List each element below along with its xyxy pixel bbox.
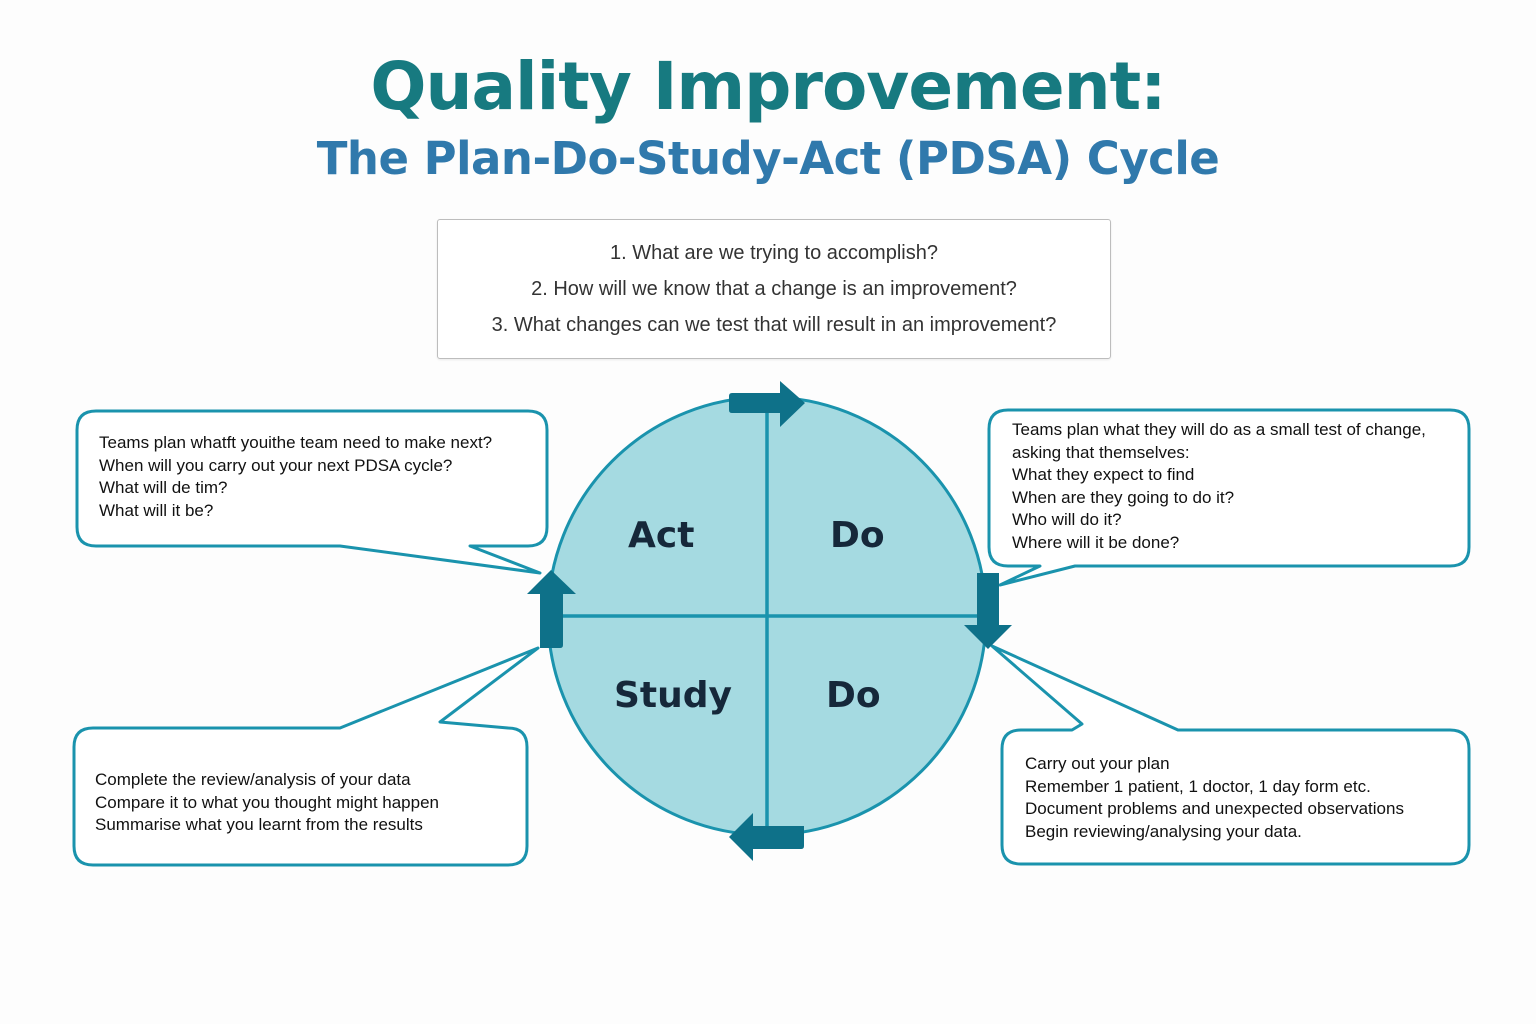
callout-study-bubble — [72, 646, 540, 867]
arrow-left-icon — [729, 813, 804, 861]
callout-do-bubble — [990, 644, 1471, 866]
callout-study-text: Complete the review/analysis of your dat… — [95, 769, 439, 837]
quadrant-label-act: Act — [628, 515, 695, 556]
callout-line: Remember 1 patient, 1 doctor, 1 day form… — [1025, 776, 1371, 796]
quadrant-label-do-bottom: Do — [826, 675, 881, 716]
callout-line: What they expect to find — [1012, 465, 1195, 484]
page-subtitle: The Plan-Do-Study-Act (PDSA) Cycle — [316, 132, 1220, 185]
callout-plan-text: Teams plan what they will do as a small … — [1012, 419, 1426, 554]
callout-line: When will you carry out your next PDSA c… — [99, 455, 453, 475]
callout-line: Compare it to what you thought might hap… — [95, 792, 439, 812]
callout-line: asking that themselves: — [1012, 442, 1190, 462]
callout-line: Begin reviewing/analysing your data. — [1025, 821, 1302, 841]
callout-line: Summarise what you learnt from the resul… — [95, 815, 423, 834]
quadrant-label-study: Study — [614, 675, 733, 716]
callout-line: What will it be? — [99, 500, 214, 520]
callout-line: Who will do it? — [1012, 510, 1122, 529]
callout-line: Complete the review/analysis of your dat… — [95, 770, 411, 789]
quadrant-label-do-top: Do — [830, 515, 885, 556]
model-for-improvement-questions: 1. What are we trying to accomplish? 2. … — [437, 219, 1111, 359]
callout-line: Teams plan whatft youithe team need to m… — [99, 433, 493, 452]
callout-plan-bubble — [987, 408, 1471, 587]
callout-line: Carry out your plan — [1025, 754, 1170, 773]
callout-act-bubble — [75, 409, 549, 575]
question-1: 1. What are we trying to accomplish? — [610, 242, 938, 264]
callout-line: Document problems and unexpected observa… — [1025, 799, 1404, 818]
callout-line: Teams plan what they will do as a small … — [1012, 420, 1426, 439]
question-2: 2. How will we know that a change is an … — [531, 278, 1017, 300]
arrow-right-icon — [729, 381, 805, 427]
callout-line: What will de tim? — [99, 478, 228, 497]
page-title: Quality Improvement: — [370, 48, 1166, 125]
callout-act-text: Teams plan whatft youithe team need to m… — [99, 432, 492, 522]
callout-line: When are they going to do it? — [1012, 487, 1235, 507]
callout-line: Where will it be done? — [1012, 532, 1180, 552]
question-3: 3. What changes can we test that will re… — [491, 314, 1057, 336]
arrow-down-icon — [964, 573, 1012, 649]
arrow-up-icon — [527, 570, 576, 648]
callout-do-text: Carry out your plan Remember 1 patient, … — [1025, 753, 1404, 843]
